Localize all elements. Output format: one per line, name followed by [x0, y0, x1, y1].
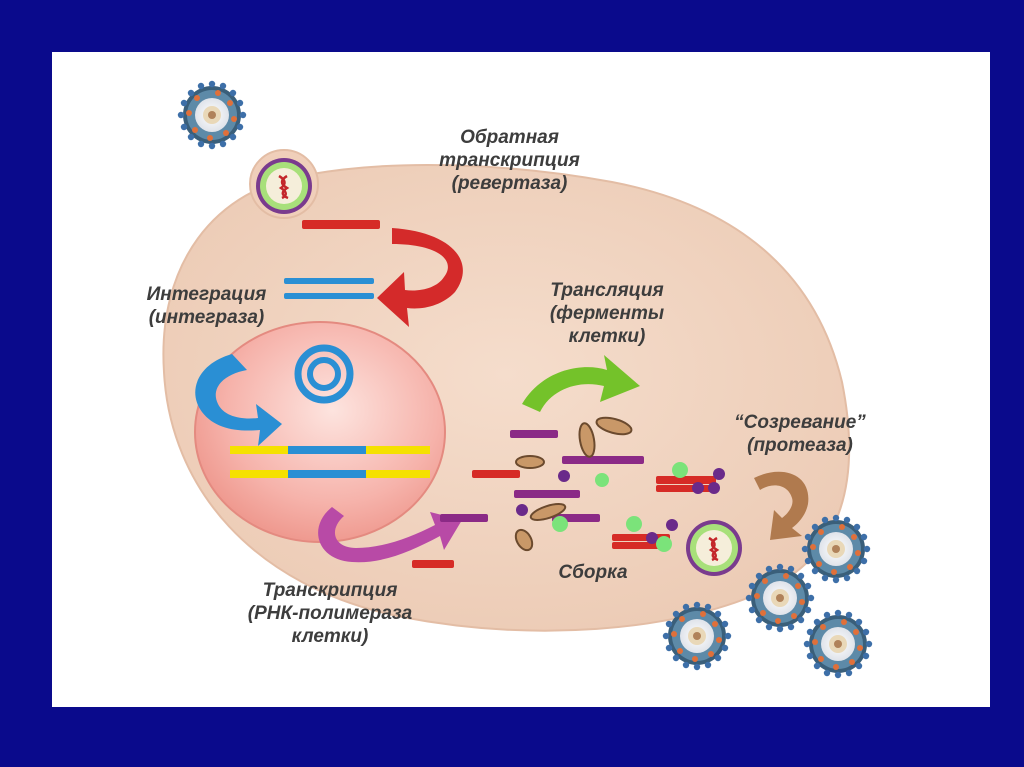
label-maturation: “Созревание” (протеаза) [734, 412, 866, 456]
magenta-curved-arrow-icon [318, 507, 462, 563]
label-reverse-transcription: Обратная транскрипция (ревертаза) [439, 127, 580, 194]
budding-virus-icon [684, 518, 744, 578]
viral-capsule-icon [254, 156, 314, 216]
tan-curved-arrow-icon [754, 471, 809, 540]
green-curved-arrow-icon [522, 355, 640, 412]
cytoplasm-molecules [472, 416, 725, 552]
label-assembly: Сборка [558, 562, 628, 583]
blue-curved-arrow-icon [195, 354, 282, 446]
label-translation: Трансляция (ферменты клетки) [549, 280, 665, 347]
mrna-strand [440, 514, 488, 522]
hiv-replication-diagram [162, 80, 873, 679]
red-curved-arrow-icon [377, 228, 463, 327]
circular-dna-icon [294, 344, 354, 404]
virus-particle-icon [177, 80, 247, 150]
label-integration: Интеграция (интеграза) [146, 284, 267, 328]
slide: Обратная транскрипция (ревертаза) Интегр… [52, 52, 990, 707]
viral-dna-double-strand [284, 278, 374, 299]
viral-rna-strand [412, 560, 454, 568]
label-transcription: Транскрипция (РНК-полимераза клетки) [247, 580, 413, 647]
integrated-dna [230, 446, 430, 478]
viral-rna-strand [302, 220, 380, 229]
virus-particle-icon [803, 609, 873, 679]
